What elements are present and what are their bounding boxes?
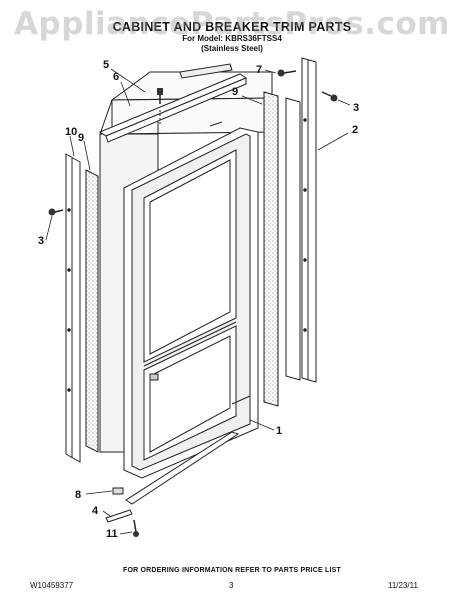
callout-3-right: 3	[353, 102, 359, 114]
screw-bottom-icon	[133, 519, 139, 537]
callout-4: 4	[92, 505, 99, 517]
callout-8: 8	[75, 489, 81, 501]
screw-right-icon	[321, 91, 338, 102]
callout-9-right: 9	[232, 86, 238, 98]
document-number: W10459377	[30, 581, 74, 590]
right-gasket	[263, 91, 279, 407]
variant-label: (Stainless Steel)	[201, 44, 263, 53]
left-trim-strip	[65, 153, 81, 463]
right-trim-strip	[285, 57, 317, 383]
ordering-note: FOR ORDERING INFORMATION REFER TO PARTS …	[122, 567, 342, 574]
callout-10: 10	[65, 126, 77, 138]
page-title: CABINET AND BREAKER TRIM PARTS	[112, 20, 352, 34]
callout-9-left: 9	[78, 132, 84, 144]
top-trim	[98, 63, 248, 143]
leader-lines	[45, 68, 351, 535]
screw-top-icon	[157, 88, 163, 104]
screw-right-top-icon	[277, 69, 297, 77]
bottom-trim	[105, 431, 240, 523]
model-line: For Model: KBRS36FTSS4	[182, 34, 282, 43]
callout-2: 2	[352, 124, 358, 136]
callout-1: 1	[276, 425, 282, 437]
callout-11: 11	[106, 528, 118, 540]
page-number: 3	[229, 581, 234, 590]
document-date: 11/23/11	[388, 581, 418, 590]
callout-6: 6	[113, 71, 119, 83]
left-gasket	[85, 169, 99, 453]
door-frame	[123, 127, 259, 479]
screw-left-icon	[48, 208, 64, 216]
callout-5: 5	[103, 59, 109, 71]
callout-7: 7	[256, 64, 262, 76]
callout-3-left: 3	[38, 235, 44, 247]
